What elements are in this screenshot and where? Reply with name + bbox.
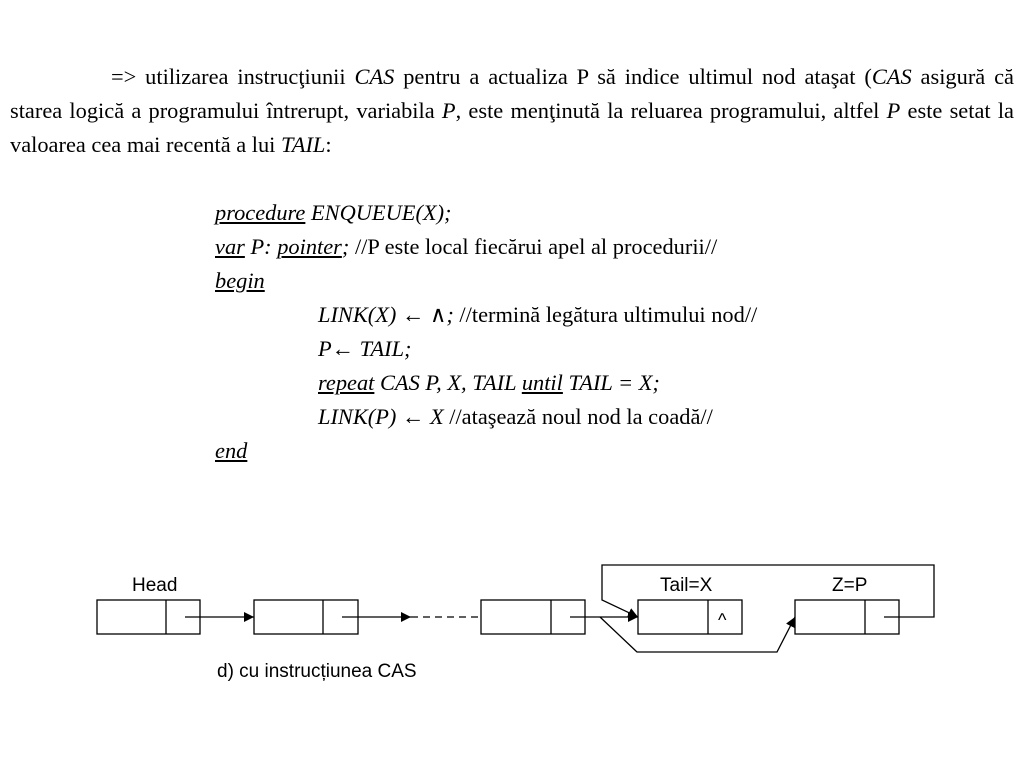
keyword-procedure: procedure: [215, 200, 306, 225]
text: utilizarea instrucţiunii: [136, 64, 355, 89]
code-line-end: end: [215, 434, 757, 468]
list-node-head: [96, 599, 201, 635]
code-text: TAIL = X;: [562, 370, 660, 395]
code-line-begin: begin: [215, 264, 757, 298]
code-text: LINK(P) ← X: [318, 404, 444, 429]
variable-tail: TAIL: [281, 132, 326, 157]
code-comment: //P este local fiecărui apel al procedur…: [349, 234, 718, 259]
implies-arrow: =>: [111, 64, 137, 89]
diagram-caption: d) cu instrucțiunea CAS: [217, 661, 417, 682]
list-node-middle: [480, 599, 586, 635]
keyword-var: var: [215, 234, 245, 259]
linked-list-diagram: Head Tail=X Z=P ^ d) cu instrucțiunea CA…: [96, 564, 935, 682]
z-label: Z=P: [832, 575, 867, 596]
code-text: ;: [341, 234, 350, 259]
code-line-link-p: LINK(P) ← X //ataşează noul nod la coadă…: [215, 400, 757, 434]
keyword-begin: begin: [215, 268, 265, 293]
keyword-until: until: [521, 370, 563, 395]
tail-label: Tail=X: [660, 575, 713, 596]
keyword-repeat: repeat: [318, 370, 375, 395]
code-line-repeat: repeat CAS P, X, TAIL until TAIL = X;: [215, 366, 757, 400]
text: :: [325, 132, 332, 157]
text: pentru a actualiza P să indice ultimul n…: [394, 64, 872, 89]
variable-p: P: [886, 98, 901, 123]
code-comment: //termină legătura ultimului nod//: [453, 302, 758, 327]
keyword-end: end: [215, 438, 248, 463]
code-comment: //ataşează noul nod la coadă//: [443, 404, 713, 429]
head-label: Head: [132, 575, 177, 596]
code-text: LINK(X) ← ∧;: [318, 302, 454, 327]
list-node-z: [794, 599, 900, 635]
explanation-paragraph: => utilizarea instrucţiunii CAS pentru a…: [10, 60, 1014, 162]
keyword-pointer: pointer: [277, 234, 342, 259]
null-pointer-symbol: ^: [718, 610, 727, 630]
link-arrow-to-z: [599, 616, 796, 653]
enqueue-procedure-code: procedure ENQUEUE(X); var P: pointer; //…: [215, 196, 757, 468]
code-line-p-tail: P← TAIL;: [215, 332, 757, 366]
code-text: P← TAIL;: [318, 336, 412, 361]
code-line-link-x: LINK(X) ← ∧; //termină legătura ultimulu…: [215, 298, 757, 332]
code-text: ENQUEUE(X);: [305, 200, 452, 225]
tail-pointer-loop-arrow: [601, 564, 935, 618]
variable-p: P: [441, 98, 456, 123]
link-arrows: [185, 564, 935, 653]
text: asigură că starea logică a programului î…: [10, 64, 1014, 123]
cas-term: CAS: [354, 64, 395, 89]
text: este setat la valoarea cea mai recentă a…: [10, 98, 1014, 157]
code-line-procedure: procedure ENQUEUE(X);: [215, 196, 757, 230]
text: , este menţinută la reluarea programului…: [455, 98, 887, 123]
code-line-var: var P: pointer; //P este local fiecărui …: [215, 230, 757, 264]
code-text: CAS P, X, TAIL: [374, 370, 522, 395]
cas-term: CAS: [871, 64, 912, 89]
code-text: P:: [244, 234, 278, 259]
